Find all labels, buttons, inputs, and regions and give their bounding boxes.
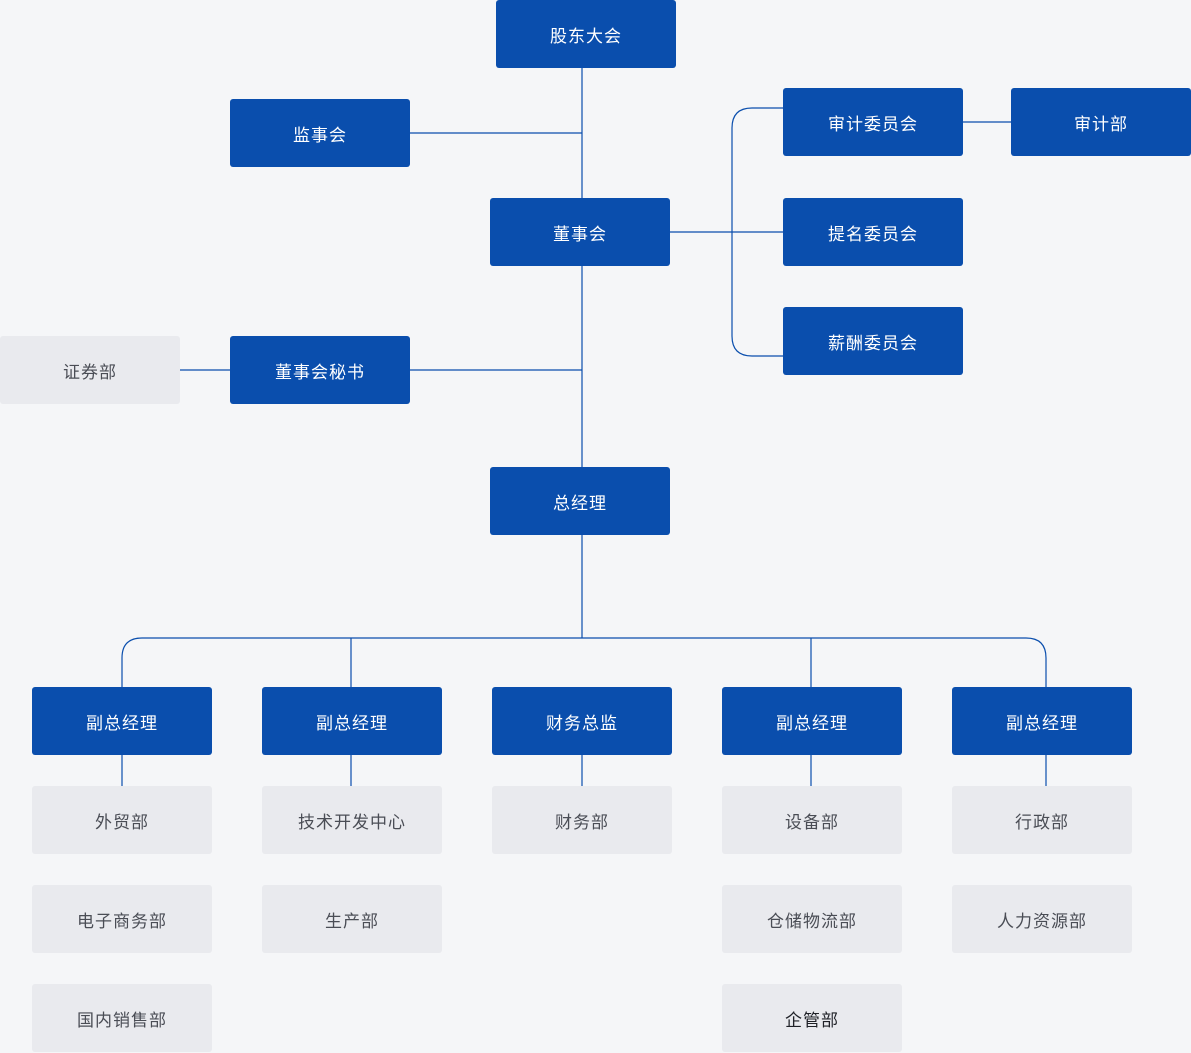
connector-bottom-bar — [121, 637, 1047, 687]
node-tech-dev-center[interactable]: 技术开发中心 — [262, 786, 442, 854]
node-domestic-sales-dept[interactable]: 国内销售部 — [32, 984, 212, 1052]
node-deputy-gm-4[interactable]: 副总经理 — [952, 687, 1132, 755]
node-supervisory-board[interactable]: 监事会 — [230, 99, 410, 167]
node-general-manager[interactable]: 总经理 — [490, 467, 670, 535]
node-finance-dept[interactable]: 财务部 — [492, 786, 672, 854]
node-production-dept[interactable]: 生产部 — [262, 885, 442, 953]
node-remuneration-committee[interactable]: 薪酬委员会 — [783, 307, 963, 375]
connector-committees-bracket — [731, 107, 783, 357]
node-board-of-directors[interactable]: 董事会 — [490, 198, 670, 266]
node-hr-dept[interactable]: 人力资源部 — [952, 885, 1132, 953]
node-foreign-trade-dept[interactable]: 外贸部 — [32, 786, 212, 854]
node-equipment-dept[interactable]: 设备部 — [722, 786, 902, 854]
node-enterprise-mgmt-dept[interactable]: 企管部 — [722, 984, 902, 1052]
node-admin-dept[interactable]: 行政部 — [952, 786, 1132, 854]
node-logistics-dept[interactable]: 仓储物流部 — [722, 885, 902, 953]
node-audit-committee[interactable]: 审计委员会 — [783, 88, 963, 156]
node-ecommerce-dept[interactable]: 电子商务部 — [32, 885, 212, 953]
node-cfo[interactable]: 财务总监 — [492, 687, 672, 755]
node-shareholders-meeting[interactable]: 股东大会 — [496, 0, 676, 68]
node-deputy-gm-3[interactable]: 副总经理 — [722, 687, 902, 755]
node-board-secretary[interactable]: 董事会秘书 — [230, 336, 410, 404]
node-nomination-committee[interactable]: 提名委员会 — [783, 198, 963, 266]
node-securities-dept[interactable]: 证券部 — [0, 336, 180, 404]
node-audit-dept[interactable]: 审计部 — [1011, 88, 1191, 156]
node-deputy-gm-1[interactable]: 副总经理 — [32, 687, 212, 755]
node-deputy-gm-2[interactable]: 副总经理 — [262, 687, 442, 755]
